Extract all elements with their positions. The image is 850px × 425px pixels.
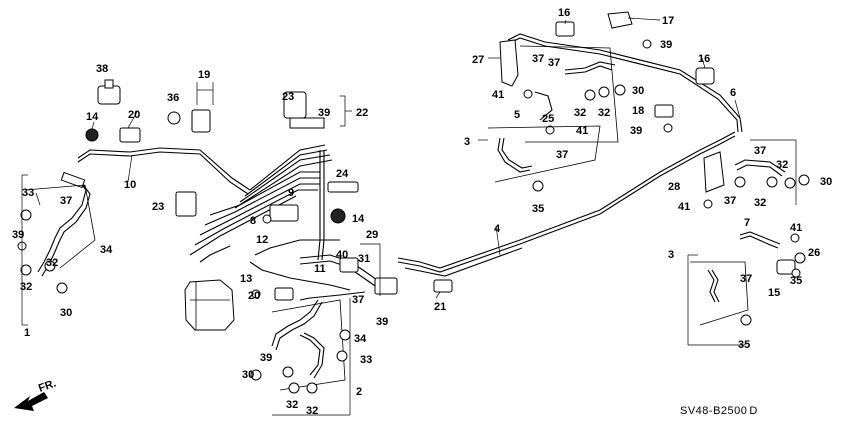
- label-37: 37: [548, 57, 560, 69]
- label-35: 35: [738, 339, 750, 351]
- label-34: 34: [354, 333, 367, 345]
- label-35: 35: [532, 203, 544, 215]
- front-arrow-icon: [14, 392, 48, 411]
- label-14: 14: [86, 111, 99, 123]
- label-1: 1: [24, 327, 30, 339]
- front-direction-indicator: FR.: [14, 377, 58, 411]
- label-30: 30: [820, 176, 832, 188]
- label-3: 3: [668, 249, 674, 261]
- label-6: 6: [730, 87, 736, 99]
- right-side-hose-group: [687, 139, 810, 346]
- label-26: 26: [808, 247, 820, 259]
- label-11: 11: [314, 263, 326, 275]
- label-33: 33: [360, 354, 372, 366]
- label-41: 41: [790, 222, 802, 234]
- label-21: 21: [434, 301, 446, 313]
- part-number-labels: 38 19 36 20 14 10 33 37 39 32 32 30 1 34…: [12, 7, 832, 417]
- label-39: 39: [318, 107, 330, 119]
- direction-label: FR.: [37, 377, 58, 394]
- label-38: 38: [96, 63, 108, 75]
- label-37: 37: [532, 53, 544, 65]
- label-41: 41: [576, 125, 588, 137]
- diagram-code-suffix: D: [749, 405, 757, 417]
- label-13: 13: [240, 273, 252, 285]
- label-41: 41: [492, 89, 504, 101]
- label-39: 39: [12, 229, 24, 241]
- label-27: 27: [472, 54, 484, 66]
- label-32: 32: [754, 197, 766, 209]
- label-15: 15: [768, 287, 780, 299]
- label-5: 5: [514, 109, 520, 121]
- label-39: 39: [660, 39, 672, 51]
- label-12: 12: [256, 234, 268, 246]
- label-14: 14: [352, 213, 365, 225]
- label-7: 7: [744, 217, 750, 229]
- label-36: 36: [167, 92, 179, 104]
- label-32: 32: [46, 257, 58, 269]
- label-32: 32: [20, 281, 32, 293]
- label-8: 8: [250, 215, 256, 227]
- diagram-code-main: SV48-B2500: [680, 405, 747, 417]
- main-brake-pipes: [77, 33, 781, 301]
- label-37: 37: [724, 195, 736, 207]
- label-4: 4: [494, 223, 501, 235]
- label-35: 35: [790, 275, 802, 287]
- label-28: 28: [668, 181, 680, 193]
- label-30: 30: [60, 307, 72, 319]
- label-16: 16: [558, 7, 570, 19]
- label-30: 30: [632, 85, 644, 97]
- label-3: 3: [464, 136, 470, 148]
- label-24: 24: [336, 168, 349, 180]
- label-34: 34: [100, 244, 113, 256]
- label-40: 40: [336, 249, 348, 261]
- center-block-parts: [175, 91, 398, 331]
- label-17: 17: [662, 15, 674, 27]
- label-25: 25: [542, 113, 554, 125]
- top-right-hose-group: [478, 11, 715, 192]
- label-22: 22: [356, 107, 368, 119]
- label-31: 31: [358, 253, 370, 265]
- label-41: 41: [678, 201, 690, 213]
- label-18: 18: [632, 105, 644, 117]
- front-center-hose-group: [250, 279, 453, 416]
- label-23: 23: [282, 91, 294, 103]
- label-32: 32: [306, 405, 318, 417]
- label-2: 2: [356, 386, 362, 398]
- leader-lines: [35, 17, 741, 299]
- left-top-parts: [85, 79, 214, 143]
- label-37: 37: [740, 273, 752, 285]
- label-37: 37: [754, 145, 766, 157]
- label-10: 10: [124, 179, 136, 191]
- label-29: 29: [366, 229, 378, 241]
- left-rear-hose-group: [17, 171, 96, 326]
- label-39: 39: [630, 125, 642, 137]
- label-39: 39: [376, 316, 388, 328]
- label-32: 32: [286, 399, 298, 411]
- label-23: 23: [152, 201, 164, 213]
- label-32: 32: [776, 159, 788, 171]
- label-30: 30: [242, 369, 254, 381]
- label-20: 20: [248, 290, 260, 302]
- label-33: 33: [22, 187, 34, 199]
- label-32: 32: [574, 107, 586, 119]
- label-16: 16: [698, 53, 710, 65]
- label-9: 9: [288, 187, 294, 199]
- label-37: 37: [352, 294, 364, 306]
- label-19: 19: [198, 69, 210, 81]
- label-37: 37: [556, 149, 568, 161]
- label-37: 37: [60, 195, 72, 207]
- label-39: 39: [260, 352, 272, 364]
- label-20: 20: [128, 109, 140, 121]
- label-32: 32: [598, 107, 610, 119]
